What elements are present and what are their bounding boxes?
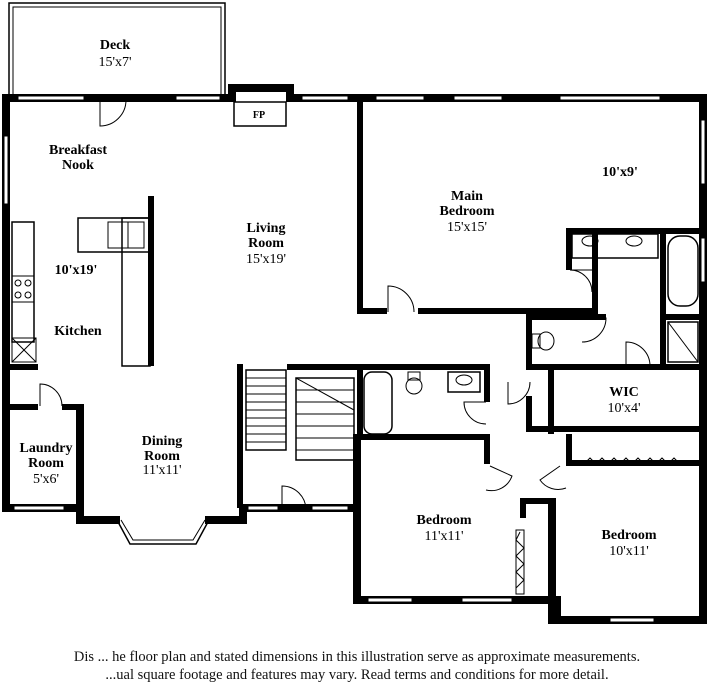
- room-labels: Deck 15'x7' Breakfast Nook 10'x19' Kitch…: [20, 38, 657, 559]
- door-swings: [39, 99, 682, 595]
- dining-room-label-2: Room: [144, 449, 180, 464]
- stairs: [245, 369, 355, 461]
- fireplace: FP: [233, 101, 287, 127]
- kitchen-label: Kitchen: [54, 324, 102, 339]
- bay-window: [116, 519, 210, 545]
- deck-size: 15'x7': [98, 55, 131, 70]
- deck-outline: [8, 2, 226, 97]
- windows: [3, 95, 706, 623]
- floor-plan: FP: [2, 2, 707, 624]
- wic-label: WIC: [609, 385, 639, 400]
- disclaimer-line-1: Dis ... he floor plan and stated dimensi…: [73, 649, 641, 665]
- main-bedroom-label-2: Bedroom: [440, 204, 495, 219]
- disclaimer: Dis ... he floor plan and stated dimensi…: [0, 648, 714, 684]
- bedroom-3-size: 10'x11': [609, 544, 649, 559]
- main-bath-size: 10'x9': [602, 165, 638, 180]
- bedroom-2-size: 11'x11': [424, 529, 463, 544]
- main-bedroom-size: 15'x15': [447, 220, 487, 235]
- living-room-label-2: Room: [248, 236, 284, 251]
- breakfast-nook-label-1: Breakfast: [49, 143, 107, 158]
- dining-room-label-1: Dining: [142, 434, 182, 449]
- disclaimer-line-2: ...ual square footage and features may v…: [105, 667, 609, 683]
- deck-label: Deck: [100, 38, 131, 53]
- bath-fixtures: [363, 233, 699, 435]
- breakfast-nook-label-2: Nook: [62, 158, 94, 173]
- dining-room-size: 11'x11': [142, 463, 181, 478]
- living-room-label-1: Living: [247, 221, 286, 236]
- wic-size: 10'x4': [607, 401, 640, 416]
- fireplace-label: FP: [253, 110, 265, 121]
- bedroom-3-label: Bedroom: [602, 528, 657, 543]
- laundry-room-size: 5'x6': [33, 472, 59, 487]
- kitchen-size: 10'x19': [55, 263, 98, 278]
- kitchen-fixtures: [11, 217, 151, 367]
- laundry-room-label-1: Laundry: [20, 441, 73, 456]
- main-bedroom-label-1: Main: [451, 189, 483, 204]
- laundry-room-label-2: Room: [28, 456, 64, 471]
- bedroom-2-label: Bedroom: [417, 513, 472, 528]
- living-room-size: 15'x19': [246, 252, 286, 267]
